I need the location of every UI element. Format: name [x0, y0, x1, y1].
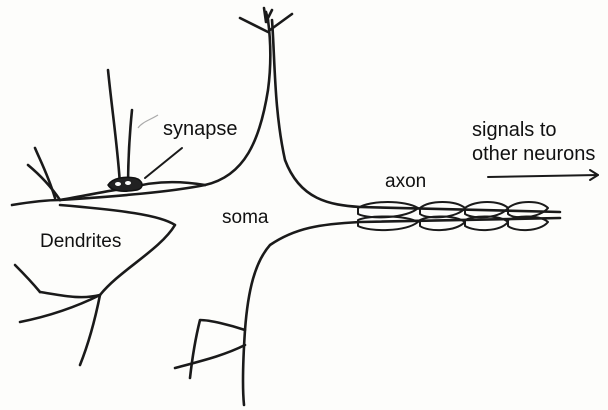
dendrite-lower-branch: [80, 295, 100, 365]
signals-label-line1: signals to: [472, 118, 595, 142]
dendrite-synapse-branch: [108, 70, 120, 185]
axon-sheath-1: [358, 202, 418, 217]
dendrites-label: Dendrites: [40, 232, 121, 253]
soma-label: soma: [222, 208, 268, 229]
axon-sheath-lower-1: [358, 216, 418, 230]
dendrite-synapse-branch-2: [128, 110, 132, 188]
axon-sheath-lower-2: [420, 216, 465, 230]
dendrite-lower-left-3: [15, 265, 40, 292]
dendrite-lower-right-2: [175, 345, 245, 368]
dendrite-lower-left-2: [20, 295, 100, 322]
dendrite-lower-left: [40, 292, 100, 297]
soma-outline-top: [60, 20, 270, 200]
synapse-pointer: [145, 148, 182, 178]
pencil-mark: [138, 115, 158, 128]
synapse-blob: [108, 177, 142, 191]
soma-outline-right-bottom: [243, 218, 560, 405]
synapse-label: synapse: [163, 118, 238, 140]
signals-label-line2: other neurons: [472, 142, 595, 166]
axon-label: axon: [385, 172, 426, 193]
right-arrow-icon: [488, 170, 598, 180]
signals-label: signals to other neurons: [472, 118, 595, 166]
dendrite-left-upper-branch-2: [12, 200, 60, 205]
apical-branch-left: [240, 18, 268, 32]
